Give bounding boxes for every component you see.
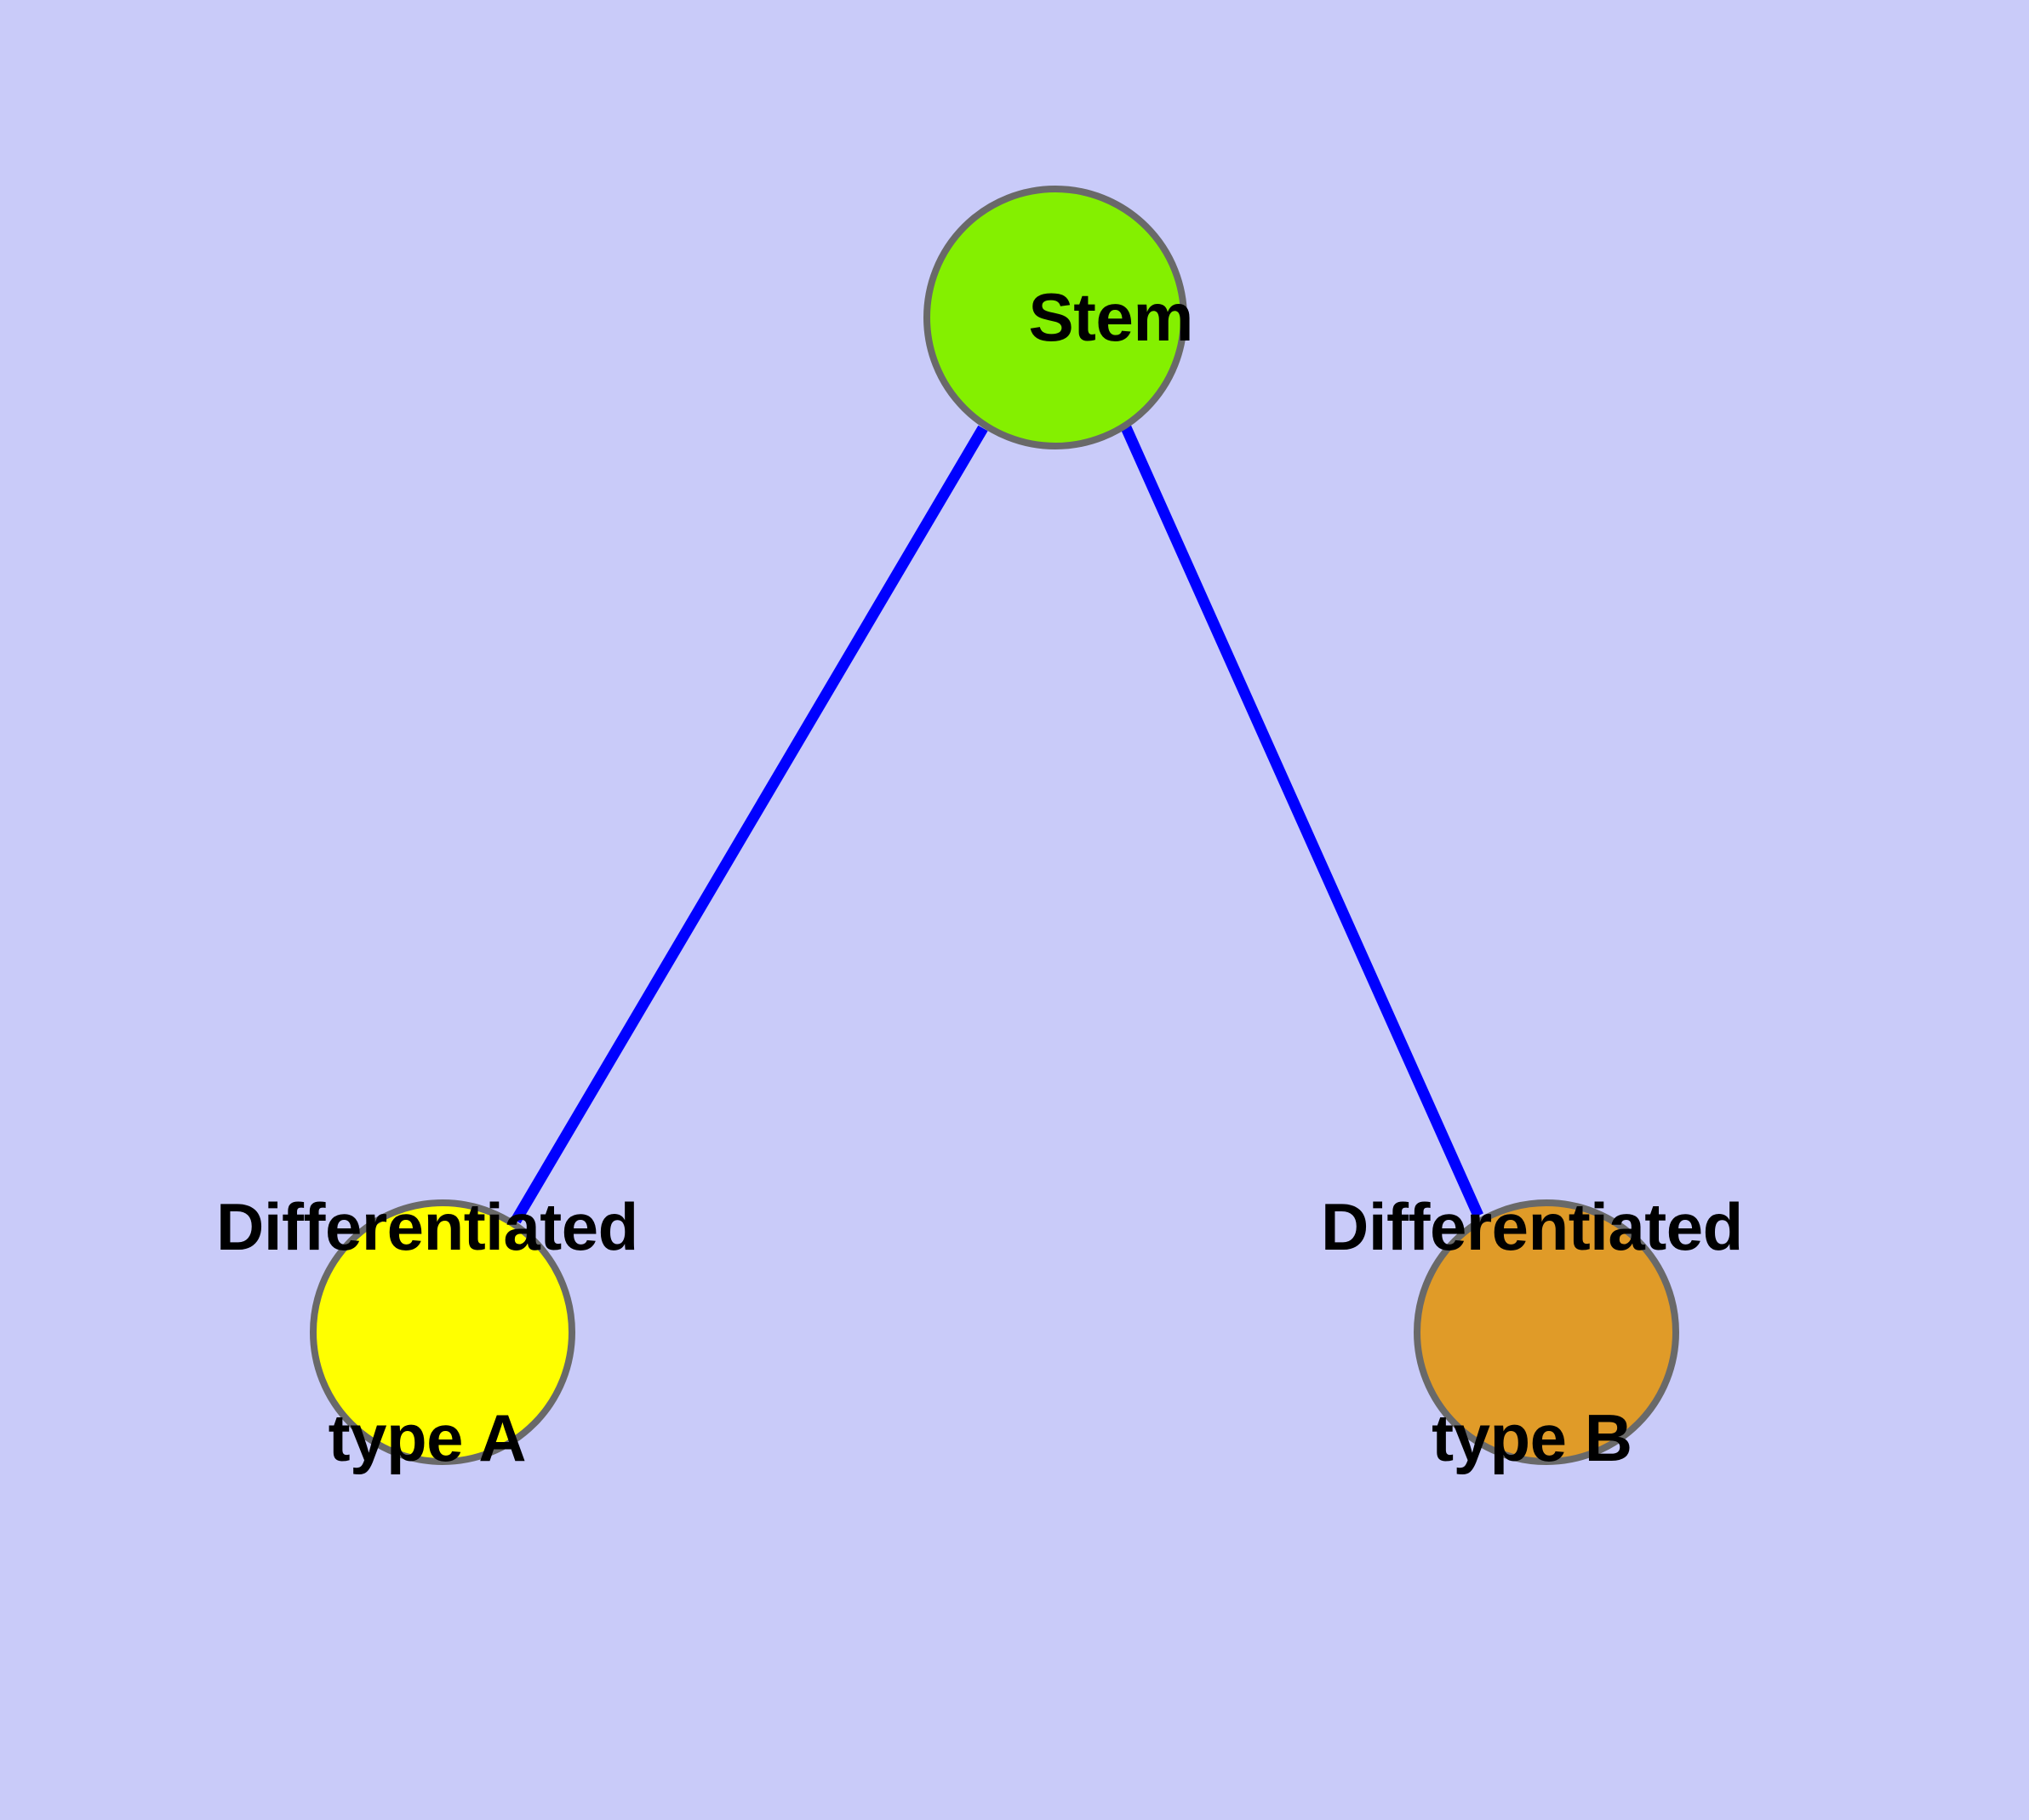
graph-edge-stem-to-diff-b[interactable] bbox=[1120, 423, 1483, 1218]
graph-edge-stem-to-diff-a[interactable] bbox=[511, 425, 988, 1224]
edges-layer bbox=[511, 423, 1483, 1224]
nodes-layer bbox=[310, 186, 1679, 1465]
graph-node-diff-b[interactable] bbox=[1414, 1199, 1679, 1465]
graph-node-diff-a[interactable] bbox=[310, 1199, 575, 1465]
graph-node-stem[interactable] bbox=[923, 186, 1187, 449]
